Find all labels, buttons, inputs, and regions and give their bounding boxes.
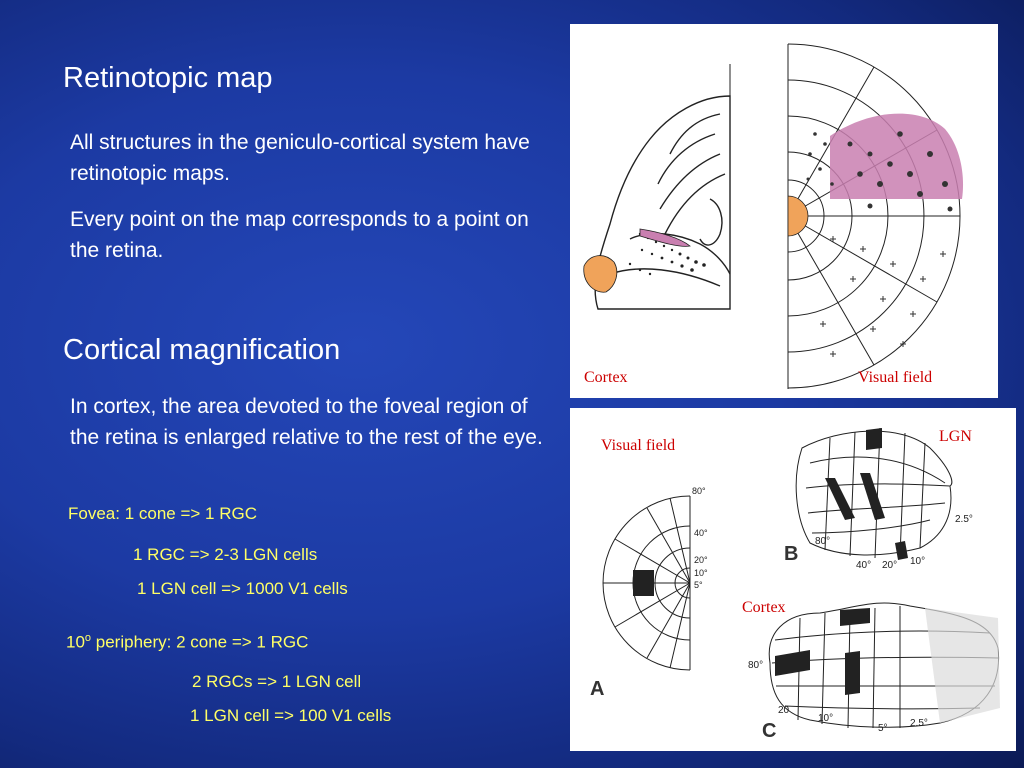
panel-c-dark-patch-1 bbox=[775, 650, 810, 676]
panel-c-dark-patch-2 bbox=[845, 651, 860, 695]
panel-b-dark-patch-2 bbox=[825, 478, 855, 520]
panel-c-stippled-region bbox=[925, 608, 1000, 723]
periphery-line-2: 2 RGCs => 1 LGN cell bbox=[192, 672, 362, 691]
periphery-degree: o bbox=[84, 632, 92, 644]
tick-c-2-5: 2.5° bbox=[910, 718, 928, 729]
tick-a-80: 80° bbox=[692, 486, 706, 496]
tick-c-10: 10° bbox=[818, 713, 834, 724]
retinotopic-illustration bbox=[583, 43, 964, 389]
tick-b-2-5: 2.5° bbox=[955, 514, 973, 525]
tick-a-5: 5° bbox=[694, 580, 703, 590]
brain-orange-region bbox=[583, 255, 618, 293]
tick-b-40: 40° bbox=[856, 560, 872, 571]
panel-letter-a: A bbox=[590, 678, 605, 700]
brain-magenta-region bbox=[639, 228, 691, 247]
figure-retinotopic-map: Cortex Visual field bbox=[570, 24, 998, 398]
brain-dot-pattern bbox=[628, 232, 706, 276]
tick-b-20: 20° bbox=[882, 560, 898, 571]
paragraph-cortex-area: In cortex, the area devoted to the fovea… bbox=[70, 395, 543, 449]
panel-c-dark-patch-3 bbox=[840, 608, 870, 626]
tick-b-10: 10° bbox=[910, 556, 926, 567]
visual-field-crosses bbox=[820, 236, 946, 357]
tick-c-20: 20 bbox=[778, 705, 790, 716]
bottom-label-visual-field: Visual field bbox=[601, 437, 676, 454]
periphery-line-1: 10o periphery: 2 cone => 1 RGC bbox=[66, 632, 308, 653]
tick-b-80: 80° bbox=[815, 536, 831, 547]
tick-a-20: 20° bbox=[694, 555, 708, 565]
panel-a-dark-patch bbox=[633, 570, 654, 596]
title-retinotopic-map: Retinotopic map bbox=[63, 62, 273, 94]
periphery-line-3: 1 LGN cell => 100 V1 cells bbox=[190, 706, 392, 725]
fovea-line-2: 1 RGC => 2-3 LGN cells bbox=[133, 545, 318, 564]
top-label-cortex: Cortex bbox=[584, 369, 628, 386]
panel-b-dark-patch-4 bbox=[895, 541, 908, 560]
paragraph-every-point: Every point on the map corresponds to a … bbox=[70, 208, 529, 262]
magnification-illustration bbox=[602, 427, 1000, 729]
tick-c-5: 5° bbox=[878, 723, 888, 734]
panel-letter-c: C bbox=[762, 720, 777, 742]
panel-letter-b: B bbox=[784, 543, 799, 565]
top-label-visual-field: Visual field bbox=[858, 369, 933, 386]
panel-b-lgn-grid bbox=[795, 427, 953, 559]
periphery-suffix: periphery: 2 cone => 1 RGC bbox=[91, 632, 309, 652]
bottom-label-cortex: Cortex bbox=[742, 599, 786, 616]
tick-a-40: 40° bbox=[694, 528, 708, 538]
fovea-line-1: Fovea: 1 cone => 1 RGC bbox=[68, 504, 257, 523]
tick-c-80: 80° bbox=[748, 660, 764, 671]
panel-b-dark-patch-1 bbox=[866, 428, 882, 450]
panel-a-visual-field-grid bbox=[602, 495, 691, 671]
visual-field-dots bbox=[806, 131, 953, 212]
paragraph-retinotopic-structures: All structures in the geniculo-cortical … bbox=[70, 131, 530, 185]
visual-field-magenta-region bbox=[830, 113, 964, 199]
visual-field-chart bbox=[787, 43, 961, 389]
tick-a-10: 10° bbox=[694, 568, 708, 578]
title-cortical-magnification: Cortical magnification bbox=[63, 334, 341, 366]
fovea-line-3: 1 LGN cell => 1000 V1 cells bbox=[137, 579, 348, 598]
visual-field-fovea-region bbox=[787, 195, 809, 237]
panel-b-dark-patch-3 bbox=[860, 473, 885, 520]
figure-cortical-magnification: Visual field LGN Cortex A B C 80° 40° 20… bbox=[570, 408, 1016, 751]
periphery-prefix: 10 bbox=[66, 632, 85, 652]
bottom-label-lgn: LGN bbox=[939, 428, 972, 445]
